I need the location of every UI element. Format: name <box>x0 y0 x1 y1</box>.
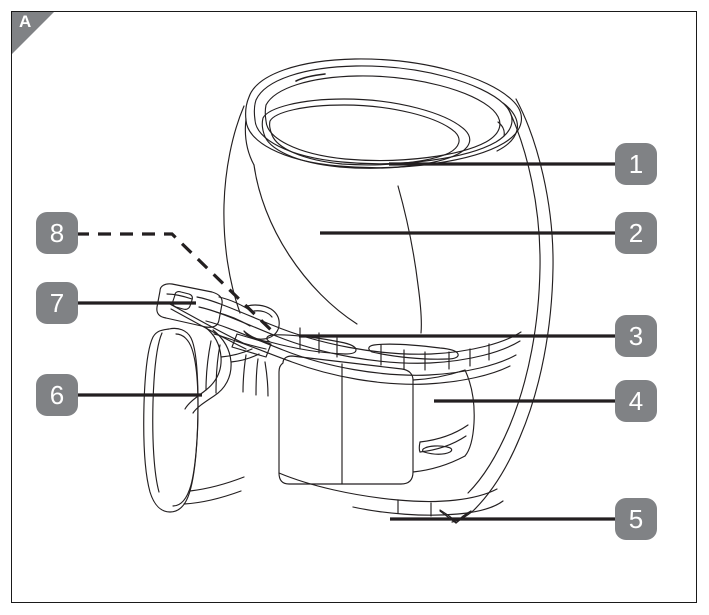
leader-line-8-dashed <box>76 232 273 332</box>
under-rim-details <box>205 340 269 397</box>
callout-badge-2[interactable]: 2 <box>615 212 657 254</box>
main-body-outline <box>223 98 554 523</box>
callout-badge-8[interactable]: 8 <box>36 212 78 254</box>
top-lid-assembly <box>244 58 522 169</box>
base-plinth <box>352 499 504 524</box>
callout-label-4: 4 <box>628 386 644 416</box>
callout-badge-3[interactable]: 3 <box>615 315 657 357</box>
callout-label-2: 2 <box>628 218 644 248</box>
basket-rim <box>196 296 522 385</box>
figure-corner-triangle <box>12 12 54 54</box>
callout-badge-5[interactable]: 5 <box>615 498 657 540</box>
callout-badge-4[interactable]: 4 <box>615 380 657 422</box>
callout-label-7: 7 <box>49 288 65 318</box>
callout-label-1: 1 <box>628 149 644 179</box>
figure-border <box>11 11 697 603</box>
callout-badge-6[interactable]: 6 <box>36 374 78 416</box>
release-latch-area <box>231 304 280 358</box>
figure-label-a: A <box>19 12 32 31</box>
callout-badge-7[interactable]: 7 <box>36 282 78 324</box>
basket-drawer <box>278 355 498 503</box>
callout-label-8: 8 <box>49 218 65 248</box>
body-shell <box>253 164 422 334</box>
callout-label-6: 6 <box>49 380 65 410</box>
callout-label-3: 3 <box>628 321 644 351</box>
callout-badge-1[interactable]: 1 <box>615 143 657 185</box>
callout-label-5: 5 <box>628 504 644 534</box>
